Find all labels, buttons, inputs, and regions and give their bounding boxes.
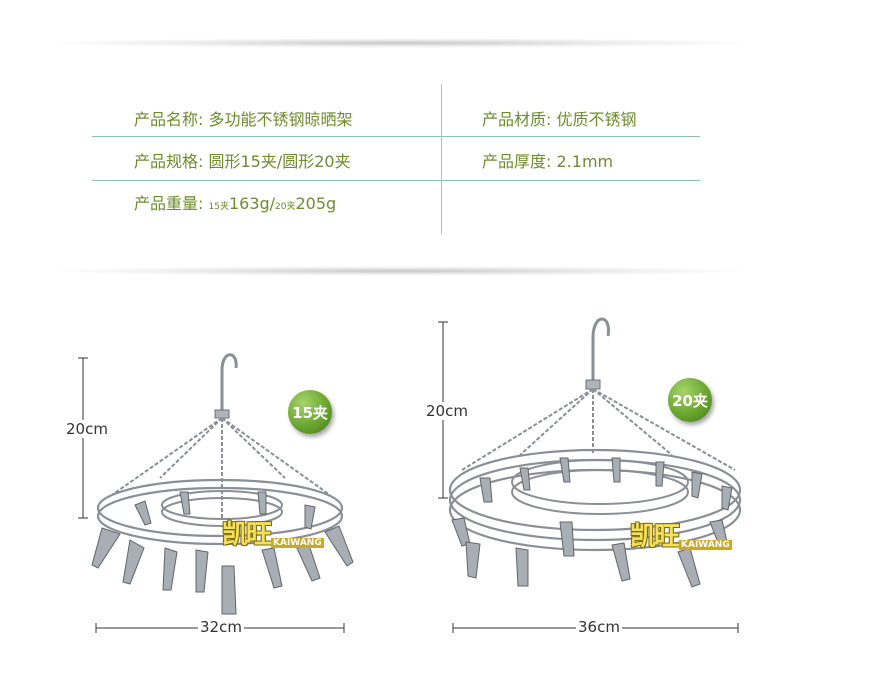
spec-weight-b-value: 205g xyxy=(295,194,337,213)
row-divider-2 xyxy=(92,180,700,181)
left-clothespins xyxy=(91,491,354,615)
right-brand-en: KAIWANG xyxy=(679,540,732,550)
spec-material: 产品材质: 优质不锈钢 xyxy=(482,106,637,130)
right-brand-logo: 凯旺 KAIWANG xyxy=(630,516,732,553)
left-brand-cn: 凯旺 xyxy=(222,520,272,550)
spec-table: 产品名称: 多功能不锈钢晾晒架 产品材质: 优质不锈钢 产品规格: 圆形15夹/… xyxy=(0,0,893,276)
right-hanger-drawing xyxy=(448,317,742,552)
column-divider xyxy=(441,84,442,234)
spec-weight-a-prefix: 15夹 xyxy=(208,202,229,212)
row-divider-1 xyxy=(92,136,700,137)
right-clothespins xyxy=(451,457,733,588)
spec-size-label: 产品规格: xyxy=(134,152,204,171)
spec-weight-b-prefix: 20夹 xyxy=(275,202,296,212)
right-clip-count-badge: 20夹 xyxy=(668,378,712,422)
left-width-label: 32cm xyxy=(198,618,244,636)
left-clip-count-badge: 15夹 xyxy=(288,390,332,434)
spec-name: 产品名称: 多功能不锈钢晾晒架 xyxy=(134,106,353,130)
spec-weight-label: 产品重量: xyxy=(134,194,204,213)
spec-size: 产品规格: 圆形15夹/圆形20夹 xyxy=(134,148,351,172)
spec-name-label: 产品名称: xyxy=(134,110,204,129)
right-height-label: 20cm xyxy=(424,402,470,420)
spec-material-label: 产品材质: xyxy=(482,110,552,129)
left-brand-logo: 凯旺 KAIWANG xyxy=(222,514,324,551)
right-width-label: 36cm xyxy=(576,618,622,636)
spec-thickness: 产品厚度: 2.1mm xyxy=(482,148,613,172)
bottom-divider xyxy=(40,266,760,276)
spec-weight-a-value: 163g/ xyxy=(228,194,276,213)
spec-size-value: 圆形15夹/圆形20夹 xyxy=(208,152,351,171)
left-height-label: 20cm xyxy=(64,420,110,438)
spec-material-value: 优质不锈钢 xyxy=(556,110,637,129)
spec-thickness-label: 产品厚度: xyxy=(482,152,552,171)
spec-name-value: 多功能不锈钢晾晒架 xyxy=(208,110,353,129)
left-hanger-drawing xyxy=(96,353,344,546)
spec-weight: 产品重量: 15夹163g/20夹205g xyxy=(134,190,336,214)
left-brand-en: KAIWANG xyxy=(271,538,324,548)
spec-thickness-value: 2.1mm xyxy=(556,152,614,171)
left-height-dimension xyxy=(78,357,88,519)
top-divider xyxy=(40,38,760,48)
right-brand-cn: 凯旺 xyxy=(630,522,680,552)
